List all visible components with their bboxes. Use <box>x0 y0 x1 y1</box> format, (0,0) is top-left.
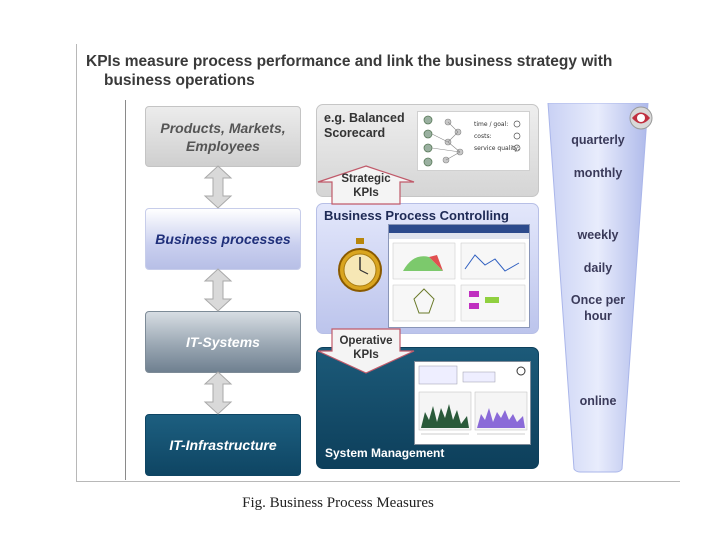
figure-caption: Fig. Business Process Measures <box>242 495 434 511</box>
stopwatch-icon <box>338 238 382 292</box>
scorecard-row-2: costs: <box>474 133 492 140</box>
products-label: Products, Markets, Employees <box>160 119 286 154</box>
callout-arrow-icon <box>317 165 415 205</box>
balanced-scorecard-image: time / goal: costs: service quality: <box>417 111 530 171</box>
slide-title: KPIs measure process performance and lin… <box>86 52 656 90</box>
scorecard-row-3: service quality: <box>474 145 520 152</box>
double-arrow-icon <box>203 268 233 312</box>
it-infrastructure-label: IT-Infrastructure <box>169 437 277 453</box>
scorecard-label: e.g. Balanced Scorecard <box>324 111 405 140</box>
frequency-daily: daily <box>583 261 613 275</box>
business-process-controlling-label: Business Process Controlling <box>324 208 509 223</box>
title-line-2: business operations <box>104 72 255 89</box>
title-line-1: KPIs measure process performance and lin… <box>86 53 613 70</box>
scorecard-row-1: time / goal: <box>474 121 508 128</box>
it-systems-label: IT-Systems <box>186 334 260 350</box>
frequency-weekly: weekly <box>577 228 619 242</box>
frequency-monthly: monthly <box>573 166 623 180</box>
system-monitor-screenshot <box>414 361 531 445</box>
it-infrastructure-box: IT-Infrastructure <box>145 414 301 476</box>
frame-bottom-border <box>76 481 680 482</box>
double-arrow-icon <box>203 165 233 209</box>
frequency-online: online <box>579 394 617 408</box>
products-markets-employees-box: Products, Markets, Employees <box>145 106 301 167</box>
process-dashboard-screenshot <box>388 224 530 328</box>
logo-icon <box>629 106 653 130</box>
business-processes-box: Business processes <box>145 208 301 270</box>
it-systems-box: IT-Systems <box>145 311 301 373</box>
callout-arrow-icon <box>317 328 415 374</box>
business-processes-label: Business processes <box>155 231 291 247</box>
frequency-funnel <box>547 103 649 473</box>
system-management-label: System Management <box>325 446 445 460</box>
frame-left-border <box>76 44 77 482</box>
frequency-quarterly: quarterly <box>571 133 625 147</box>
double-arrow-icon <box>203 371 233 415</box>
vertical-divider <box>125 100 126 480</box>
